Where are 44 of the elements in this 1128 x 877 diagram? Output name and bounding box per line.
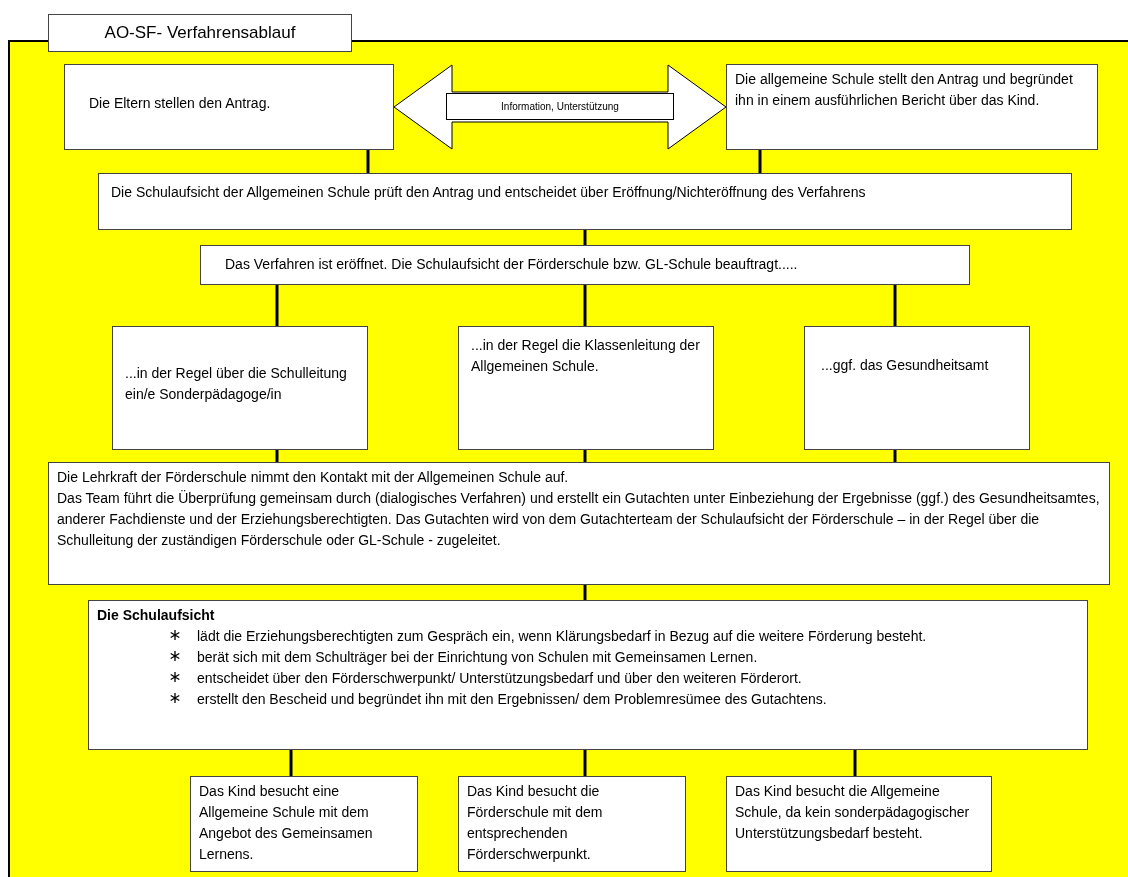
- connector-line: [366, 150, 370, 173]
- connector-line: [583, 450, 587, 462]
- connector-line: [583, 285, 587, 326]
- box-text: ...ggf. das Gesundheitsamt: [821, 356, 990, 375]
- connector-line: [583, 750, 587, 776]
- process-box: [112, 326, 368, 450]
- process-box: [200, 245, 970, 285]
- process-box: [98, 173, 1072, 230]
- bullet-text: entscheidet über den Förderschwerpunkt/ Unterstützungsbedarf und über den weiteren Förderort.: [197, 669, 802, 688]
- connector-line: [583, 585, 587, 600]
- box-text: Das Team führt die Überprüfung gemeinsam durch (dialogisches Verfahren) und erstellt ein Gutachten unter Einbeziehung der Ergebnisse (ggf.) des Gesundheitsamtes, anderer Fachdienste und der Erziehungsberechtigten. Das Gutachten wird von dem Gutachterteam der Schulaufsicht der Förderschule – in der Regel über die Schulleitung der zuständigen Förderschule oder GL-Schule - zugeleitet.: [57, 489, 1101, 550]
- box-heading: Die Schulaufsicht: [97, 606, 216, 625]
- process-box: [458, 326, 714, 450]
- process-box: [726, 776, 992, 872]
- connector-line: [275, 285, 279, 326]
- box-text: Das Kind besucht die Allgemeine Schule, da kein sonderpädagogischer Unterstützungsbedarf besteht.: [735, 782, 971, 843]
- connector-line: [893, 450, 897, 462]
- bullet-text: lädt die Erziehungsberechtigten zum Gespräch ein, wenn Klärungsbedarf in Bezug auf die weitere Förderung besteht.: [197, 627, 927, 646]
- box-text: Die allgemeine Schule stellt den Antrag und begründet ihn in einem ausführlichen Bericht über das Kind.: [735, 70, 1074, 110]
- process-box: [64, 64, 394, 150]
- process-box: [190, 776, 418, 872]
- title-tab: AO-SF- Verfahrensablauf: [48, 14, 352, 52]
- connector-line: [583, 230, 587, 245]
- box-text: Die Schulaufsicht der Allgemeinen Schule prüft den Antrag und entscheidet über Eröffnung/Nichteröffnung des Verfahrens: [111, 183, 867, 202]
- process-box: [48, 462, 1110, 585]
- bullet-text: erstellt den Bescheid und begründet ihn mit den Ergebnissen/ dem Problemresümee des Gutachtens.: [197, 690, 827, 709]
- connector-line: [853, 750, 857, 776]
- process-box: [726, 64, 1098, 150]
- box-text: Das Kind besucht die Förderschule mit dem entsprechenden Förderschwerpunkt.: [467, 782, 604, 864]
- bullet-text: berät sich mit dem Schulträger bei der Einrichtung von Schulen mit Gemeinsamen Lernen.: [197, 648, 758, 667]
- connector-line: [893, 285, 897, 326]
- process-box: [804, 326, 1030, 450]
- box-text: Die Eltern stellen den Antrag.: [89, 94, 272, 113]
- box-text: ...in der Regel über die Schulleitung ein/e Sonderpädagoge/in: [125, 364, 348, 404]
- box-text: Das Verfahren ist eröffnet. Die Schulaufsicht der Förderschule bzw. GL-Schule beauftragt.....: [225, 255, 799, 274]
- box-text: Das Kind besucht eine Allgemeine Schule mit dem Angebot des Gemeinsamen Lernens.: [199, 782, 374, 864]
- connector-line: [289, 750, 293, 776]
- box-text: ...in der Regel die Klassenleitung der Allgemeinen Schule.: [471, 336, 701, 376]
- process-box: [458, 776, 686, 872]
- connector-line: [275, 450, 279, 462]
- edge-label: Information, Unterstützung: [446, 93, 674, 120]
- process-box: [88, 600, 1088, 750]
- box-text: Die Lehrkraft der Förderschule nimmt den Kontakt mit der Allgemeinen Schule auf.: [57, 468, 570, 487]
- connector-line: [758, 150, 762, 173]
